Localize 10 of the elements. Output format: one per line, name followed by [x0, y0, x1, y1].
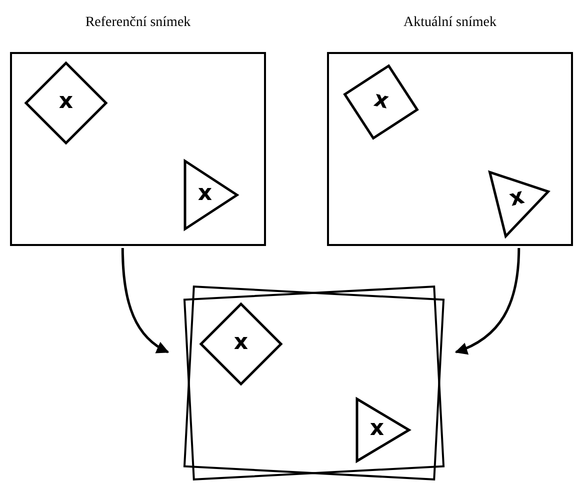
marker-label: x — [370, 418, 384, 440]
frame-title: Referenční snímek — [84, 14, 192, 32]
marker-label: x — [507, 186, 526, 211]
curved-arrow — [121, 248, 170, 354]
marker-label: x — [234, 332, 248, 354]
curved-arrow — [454, 248, 520, 354]
frame-title: Aktuální snímek — [402, 14, 498, 32]
marker-label: x — [372, 88, 390, 114]
marker-label: x — [198, 183, 212, 206]
marker-label: x — [58, 91, 74, 114]
